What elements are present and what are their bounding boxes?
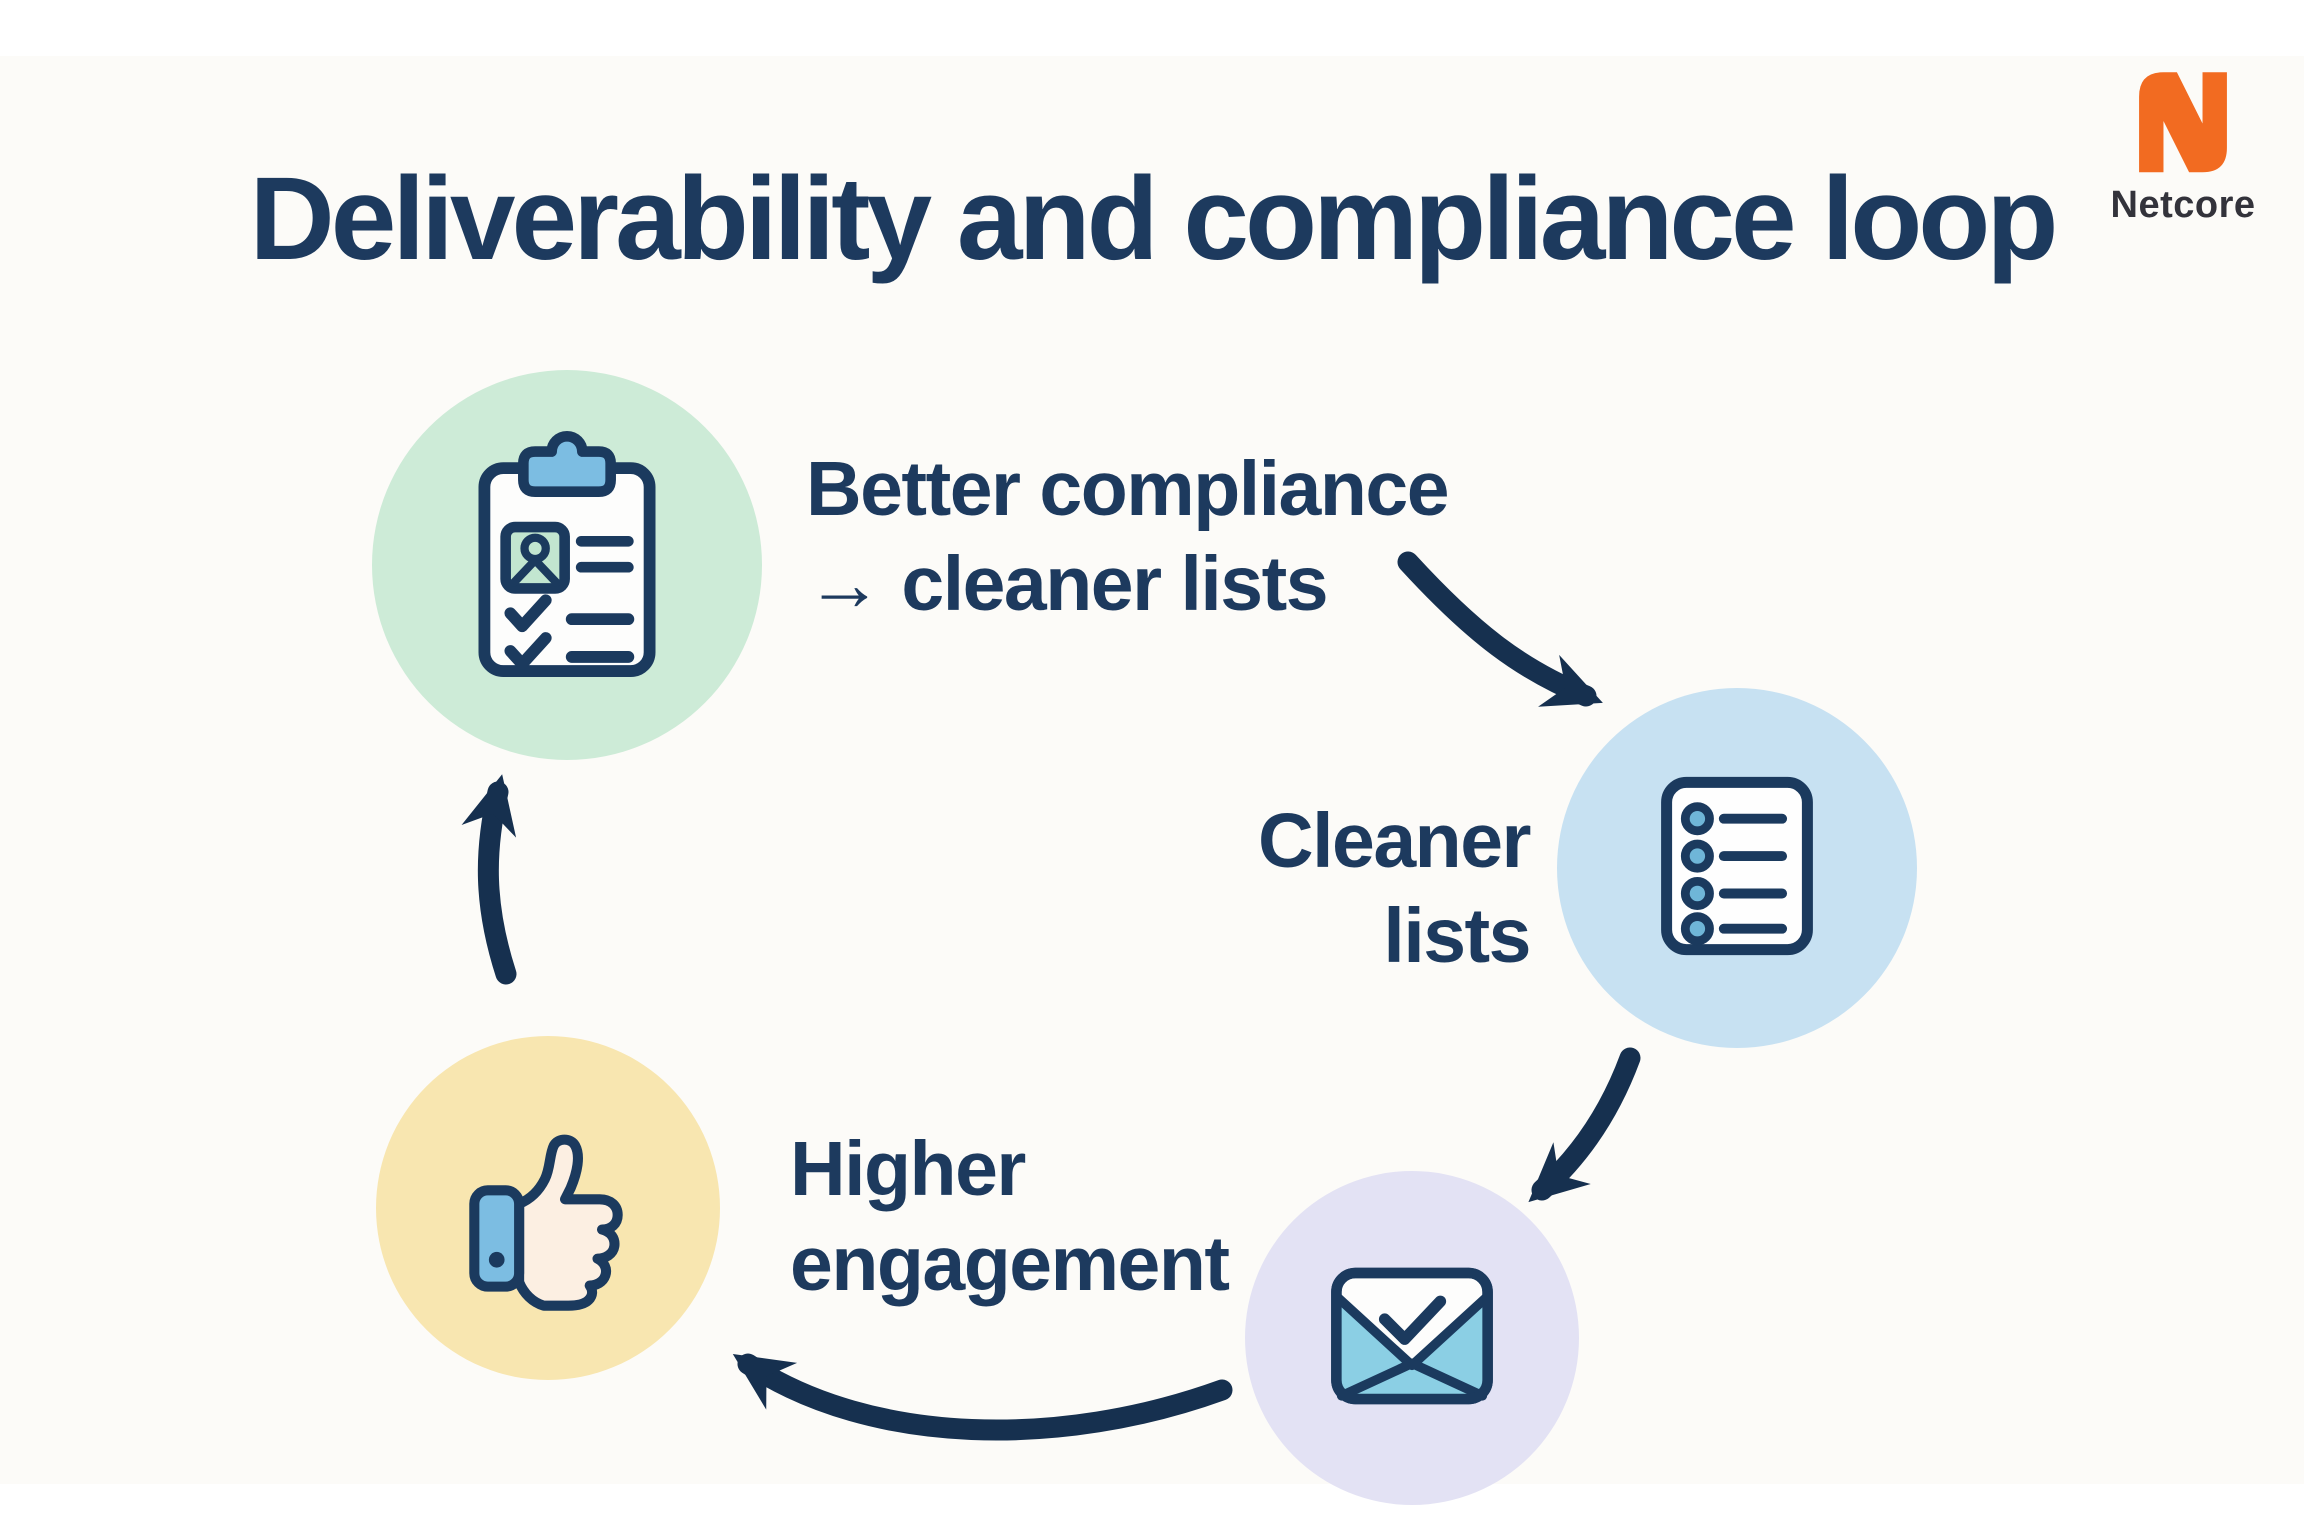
netcore-logo-icon xyxy=(2139,72,2227,173)
brand-name: Netcore xyxy=(2110,184,2256,226)
label-line: lists xyxy=(1383,893,1531,980)
arrow-engagement-to-compliance xyxy=(461,774,517,985)
node-higher-engagement xyxy=(376,1036,720,1385)
label-line: Cleaner xyxy=(1258,798,1531,884)
arrow-email-to-engagement xyxy=(732,1353,1233,1441)
label-higher-engagement: Higher engagement xyxy=(790,1122,1230,1313)
label-cleaner-lists: Cleaner lists xyxy=(1258,794,1531,985)
label-line: Better compliance xyxy=(806,446,1450,532)
label-better-compliance: Better compliance → cleaner lists xyxy=(806,442,1450,633)
brand-block: Netcore xyxy=(2098,60,2268,227)
clipboard-checklist-icon xyxy=(372,370,762,760)
thumbs-up-icon xyxy=(376,1036,720,1380)
email-check-icon xyxy=(1245,1171,1579,1505)
top-margin-band xyxy=(0,0,2304,56)
node-delivered-email xyxy=(1245,1171,1579,1510)
label-line: Higher xyxy=(790,1126,1026,1212)
page-title: Deliverability and compliance loop xyxy=(249,153,2059,285)
bullet-list-icon xyxy=(1557,688,1917,1048)
label-line: → cleaner lists xyxy=(806,541,1329,628)
bottom-margin-band xyxy=(0,1484,2304,1536)
node-cleaner-lists xyxy=(1557,688,1917,1053)
label-line: engagement xyxy=(790,1221,1230,1308)
node-better-compliance xyxy=(372,370,762,765)
